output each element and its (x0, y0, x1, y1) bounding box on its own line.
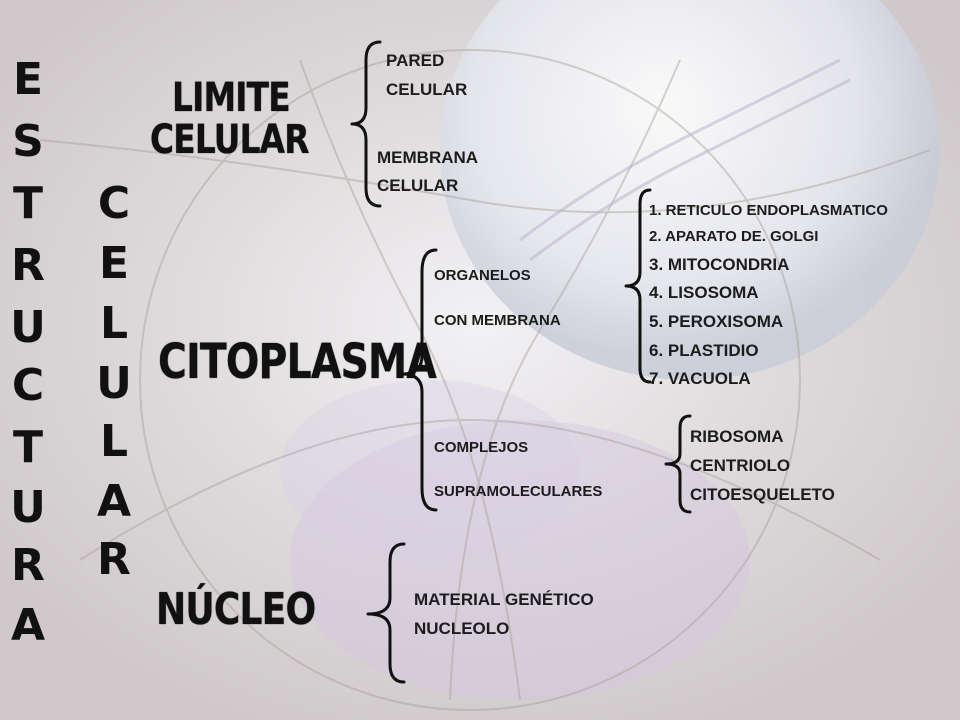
complejos-line1: COMPLEJOS (434, 439, 529, 456)
letter: U (96, 358, 132, 409)
heading-citoplasma: CITOPLASMA (158, 334, 437, 390)
letter: E (98, 238, 130, 289)
item-pared: PARED (386, 51, 445, 70)
complejo-item: CITOESQUELETO (690, 485, 835, 504)
item-pared-celular: CELULAR (386, 80, 468, 99)
letter: U (10, 482, 46, 533)
brace-limite (350, 40, 382, 208)
complejo-item: RIBOSOMA (690, 427, 784, 446)
letter: T (12, 178, 43, 229)
letter: A (10, 600, 46, 651)
letter: L (99, 298, 129, 349)
brace-nucleo (366, 542, 406, 684)
organelo-item: 4. LISOSOMA (649, 283, 759, 302)
letter: U (10, 302, 46, 353)
letter: R (11, 540, 45, 591)
complejos-line2: SUPRAMOLECULARES (434, 483, 603, 500)
organelos-line2: CON MEMBRANA (434, 312, 561, 329)
organelo-item: 5. PEROXISOMA (649, 312, 784, 331)
letter: R (11, 240, 45, 291)
nucleo-item: NUCLEOLO (414, 619, 510, 638)
letter: C (11, 360, 45, 411)
organelo-item: 6. PLASTIDIO (649, 341, 759, 360)
brace-citoplasma (400, 248, 438, 512)
heading-nucleo: NÚCLEO (156, 584, 316, 635)
heading-limite: LIMITE (172, 75, 291, 121)
brace-complejos (664, 414, 692, 514)
complejo-item: CENTRIOLO (690, 456, 791, 475)
organelo-item: 3. MITOCONDRIA (649, 255, 790, 274)
letter: R (97, 534, 131, 585)
item-membrana: MEMBRANA (377, 148, 479, 167)
organelos-line1: ORGANELOS (434, 267, 531, 284)
brace-organelos (624, 188, 652, 384)
letter: C (97, 178, 131, 229)
item-membrana-celular: CELULAR (377, 176, 459, 195)
heading-celular: CELULAR (150, 117, 309, 163)
letter: S (12, 116, 44, 167)
organelo-item: 2. APARATO DE. GOLGI (649, 228, 819, 245)
letter: E (12, 54, 44, 105)
nucleo-item: MATERIAL GENÉTICO (414, 590, 594, 609)
letter: T (12, 422, 43, 473)
letter: A (96, 476, 132, 527)
organelo-item: 7. VACUOLA (649, 369, 751, 388)
letter: L (99, 416, 129, 467)
organelo-item: 1. RETICULO ENDOPLASMATICO (649, 202, 888, 219)
